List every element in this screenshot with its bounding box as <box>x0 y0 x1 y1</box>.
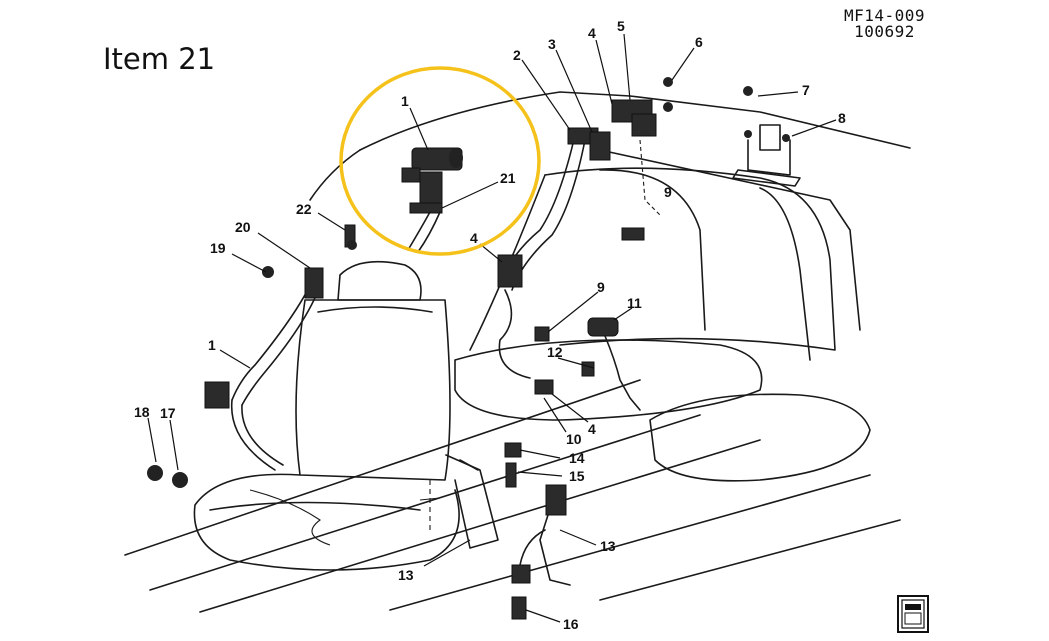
callout-label: 1 <box>401 93 409 109</box>
drawing-code-line-1: MF14-009 <box>843 6 925 25</box>
body-outline <box>124 91 911 613</box>
callout-label: 13 <box>398 567 414 583</box>
callout-label: 20 <box>235 219 251 235</box>
callout-label: 17 <box>160 405 176 421</box>
fasteners <box>147 224 357 488</box>
callout-label: 6 <box>695 34 703 50</box>
callout-label: 21 <box>500 170 516 186</box>
callout-label: 4 <box>588 25 596 41</box>
callout-label: 9 <box>664 184 672 200</box>
item-caption: Item 21 <box>103 42 216 76</box>
callout-label: 7 <box>802 82 810 98</box>
callout-label: 15 <box>569 468 585 484</box>
rear-seat <box>454 167 871 482</box>
callout-label: 5 <box>617 18 625 34</box>
callout-label: 14 <box>569 450 585 466</box>
callout-label: 13 <box>600 538 616 554</box>
callout-label: 11 <box>627 295 642 311</box>
callout-label: 2 <box>513 47 521 63</box>
center-anchors <box>419 317 641 620</box>
callout-label: 9 <box>597 279 605 295</box>
rear-right-belt <box>497 77 801 379</box>
front-seat <box>193 260 460 571</box>
callout-label: 4 <box>470 230 478 246</box>
callout-label: 16 <box>563 616 579 632</box>
drawing-code: MF14-009 100692 <box>844 8 925 40</box>
catalog-book-icon <box>897 595 929 633</box>
callout-label: 18 <box>134 404 150 420</box>
callout-leaders <box>147 33 837 623</box>
upper-retractor-assembly <box>401 147 463 253</box>
drawing-code-line-2: 100692 <box>854 22 915 41</box>
callout-label: 3 <box>548 36 556 52</box>
callout-label: 1 <box>208 337 216 353</box>
callout-label: 8 <box>838 110 846 126</box>
callout-label: 12 <box>547 344 563 360</box>
callout-labels: 1 21 22 20 19 1 18 17 2 3 4 5 6 7 8 4 9 … <box>134 18 846 632</box>
highlight-circle <box>339 66 541 256</box>
callout-label: 4 <box>588 421 596 437</box>
front-belt-webbing <box>204 267 324 471</box>
callout-label: 10 <box>566 431 582 447</box>
callout-label: 19 <box>210 240 226 256</box>
callout-label: 22 <box>296 201 312 217</box>
